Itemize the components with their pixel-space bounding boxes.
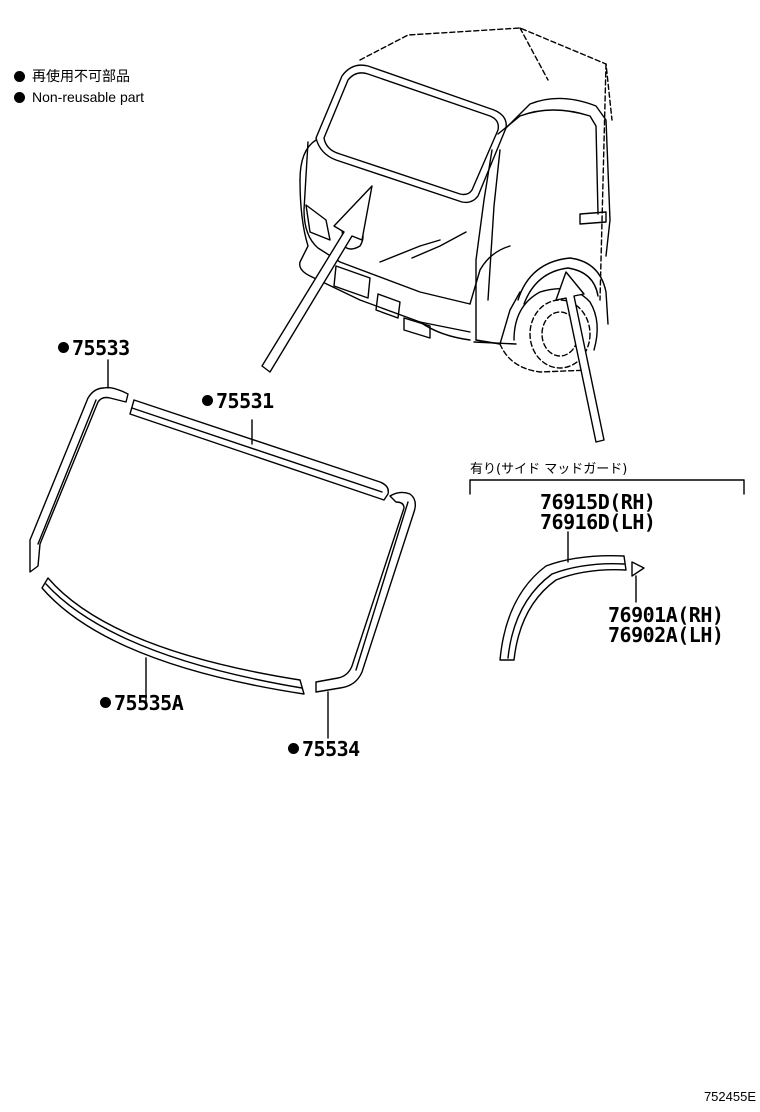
part-label-75531: 75531	[202, 390, 274, 412]
legend: 再使用不可部品 Non-reusable part	[14, 66, 144, 108]
truck-cab-illustration	[299, 27, 613, 373]
bullet-icon	[14, 71, 25, 82]
part-label-75533: 75533	[58, 337, 130, 359]
non-reusable-dot-icon	[58, 342, 69, 353]
part-label-76915d: 76915D(RH)	[540, 490, 656, 514]
part-label-75535a: 75535A	[100, 691, 184, 715]
bullet-icon	[14, 92, 25, 103]
windshield-molding-parts	[29, 359, 417, 739]
pointer-arrows	[261, 185, 605, 443]
part-number: 75535A	[114, 691, 184, 715]
part-number: 75533	[72, 336, 130, 360]
non-reusable-dot-icon	[202, 395, 213, 406]
legend-row-ja: 再使用不可部品	[14, 66, 144, 87]
part-number: 75531	[216, 389, 274, 413]
side-mudguard-parts	[469, 479, 745, 661]
legend-text-ja: 再使用不可部品	[32, 68, 130, 84]
part-label-76901a: 76901A(RH)	[608, 603, 724, 627]
part-label-76916d: 76916D(LH)	[540, 510, 656, 534]
non-reusable-dot-icon	[288, 743, 299, 754]
legend-text-en: Non-reusable part	[32, 89, 145, 105]
part-number: 75534	[302, 737, 360, 761]
legend-row-en: Non-reusable part	[14, 87, 144, 108]
figure-code: 752455E	[703, 1089, 756, 1104]
non-reusable-dot-icon	[100, 697, 111, 708]
side-mudguard-note: 有り(サイド マッドガード)	[470, 462, 628, 477]
part-label-76902a: 76902A(LH)	[608, 623, 724, 647]
part-label-75534: 75534	[288, 738, 360, 760]
